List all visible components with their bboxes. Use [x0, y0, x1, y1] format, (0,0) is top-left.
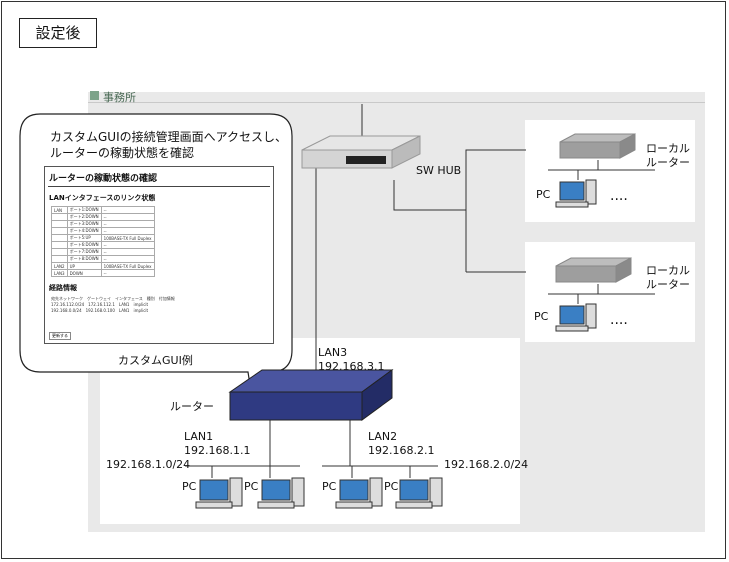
more-dots: .... [610, 188, 628, 204]
link-status-group [51, 255, 68, 263]
gui-heading: ルーターの稼動状態の確認 [49, 174, 158, 184]
link-status-row: ポート2:DOWN-- [51, 213, 155, 221]
link-status-port: ポート6:DOWN [66, 241, 102, 249]
gui-lan-section: LANインタフェースのリンク状態 [49, 194, 156, 202]
pc-label: PC [322, 480, 337, 493]
callout-text: カスタムGUIの接続管理画面へアクセスし、 ルーターの稼動状態を確認 [50, 129, 287, 161]
lan1-label: LAN1 [184, 430, 214, 443]
link-status-port: UP [66, 262, 102, 270]
link-status-detail: 100BASE-TX Full Duplex [100, 234, 155, 242]
office-header [88, 90, 705, 103]
lan3-ip: 192.168.3.1 [318, 360, 385, 373]
link-status-group [51, 234, 68, 242]
link-status-group: LAN [51, 206, 68, 214]
gui-route-section: 経路情報 [49, 284, 77, 292]
more-dots: .... [610, 312, 628, 328]
local-router-2-label: ルーター [646, 278, 690, 291]
link-status-row: ポート3:DOWN-- [51, 220, 155, 228]
callout-line-1: カスタムGUIの接続管理画面へアクセスし、 [50, 130, 288, 144]
route-row: 192.168.0.0/24 192.168.0.100 LAN1 implic… [51, 308, 149, 313]
page-title: 設定後 [19, 18, 97, 48]
link-status-group [51, 227, 68, 235]
gui-caption: カスタムGUI例 [118, 354, 193, 367]
callout-line-2: ルーターの稼動状態を確認 [50, 146, 195, 160]
lan2-network: 192.168.2.0/24 [444, 458, 529, 471]
link-status-detail: -- [100, 241, 155, 249]
link-status-port: ポート4:DOWN [66, 227, 102, 235]
router-label: ルーター [170, 400, 214, 413]
local-router-1-label: ルーター [646, 156, 690, 169]
divider [48, 186, 270, 187]
lan1-ip: 192.168.1.1 [184, 444, 251, 457]
pc-label: PC [384, 480, 399, 493]
link-status-group [51, 220, 68, 228]
link-status-detail: -- [100, 255, 155, 263]
hub-remote-line [393, 149, 526, 211]
link-status-detail: -- [100, 213, 155, 221]
office-marker-icon [90, 91, 99, 100]
link-status-row: ポート6:DOWN-- [51, 241, 155, 249]
sw-hub-label: SW HUB [416, 164, 462, 177]
lan2-ip: 192.168.2.1 [368, 444, 435, 457]
link-status-group: LAN3 [51, 269, 68, 277]
link-status-detail: -- [100, 227, 155, 235]
lan2-label: LAN2 [368, 430, 398, 443]
pc-icons [195, 179, 597, 509]
link-status-detail: -- [100, 220, 155, 228]
local-router-1-icon [559, 133, 636, 159]
local-router-2-icon [555, 257, 632, 283]
lan3-label: LAN3 [318, 346, 348, 359]
link-status-port: ポート8:DOWN [66, 255, 102, 263]
link-status-port: ポート7:DOWN [66, 248, 102, 256]
link-status-detail: -- [100, 269, 155, 277]
link-status-port: ポート2:DOWN [66, 213, 102, 221]
refresh-button[interactable]: 更新する [49, 332, 71, 340]
pc-label: PC [182, 480, 197, 493]
link-status-detail: -- [100, 206, 155, 214]
sw-hub-icon [301, 135, 421, 169]
pc-label: PC [534, 310, 549, 323]
route-row: 172.16.112.0/24 172.16.112.1 LAN1 implic… [51, 302, 149, 307]
link-status-group: LAN2 [51, 262, 68, 270]
link-status-port: ポート1:DOWN [66, 206, 102, 214]
link-status-port: ポート5:UP [66, 234, 102, 242]
link-status-row: ポート4:DOWN-- [51, 227, 155, 235]
lan1-network: 192.168.1.0/24 [106, 458, 191, 471]
link-status-group [51, 241, 68, 249]
local-router-1-label: ローカル [646, 142, 690, 155]
link-status-row: ポート7:DOWN-- [51, 248, 155, 256]
office-label: 事務所 [103, 91, 136, 104]
link-status-row: ポート8:DOWN-- [51, 255, 155, 263]
link-status-group [51, 248, 68, 256]
link-status-group [51, 213, 68, 221]
link-status-detail: 100BASE-TX Full Duplex [100, 262, 155, 270]
router-icon [228, 369, 394, 421]
pc-label: PC [244, 480, 259, 493]
local-router-2-label: ローカル [646, 264, 690, 277]
link-status-port: ポート3:DOWN [66, 220, 102, 228]
pc-label: PC [536, 188, 551, 201]
route-header: 宛先ネットワーク ゲートウェイ インタフェース 種別 付加情報 [51, 296, 175, 301]
link-status-port: DOWN [66, 269, 102, 277]
link-status-detail: -- [100, 248, 155, 256]
